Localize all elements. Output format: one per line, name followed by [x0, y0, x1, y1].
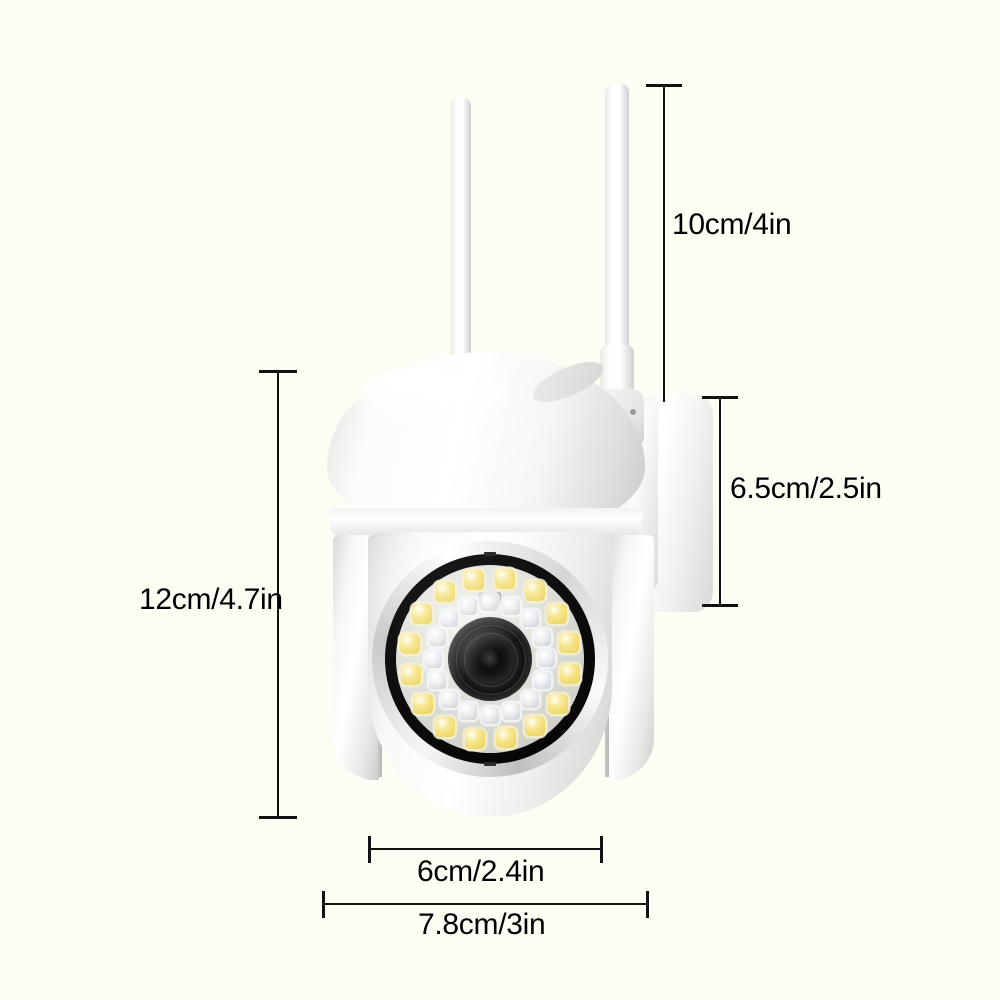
inner-led-3 — [534, 628, 552, 646]
outer-led-16 — [463, 569, 484, 590]
outer-led-13 — [400, 633, 421, 654]
outer-led-9 — [464, 728, 485, 749]
outer-led-14 — [412, 604, 433, 625]
right-wing-panel — [608, 535, 654, 780]
lens-ring-outer — [456, 625, 526, 695]
dimension-lens-width-cap-right — [600, 836, 603, 863]
outer-led-10 — [435, 716, 456, 737]
inner-led-7 — [503, 703, 521, 721]
dimension-lens-width-label: 6cm/2.4in — [417, 855, 545, 888]
dimension-antenna-height-label: 10cm/4in — [672, 208, 792, 241]
lens-ring-mid — [464, 633, 518, 687]
dimension-body-width-cap-left — [322, 891, 325, 918]
left-antenna — [451, 97, 471, 387]
bezel-notch-top — [484, 552, 496, 556]
dimension-lens-width-line — [369, 848, 602, 850]
right-antenna-highlight — [611, 96, 616, 395]
outer-led-2 — [524, 581, 545, 602]
dimension-bracket-height-label: 6.5cm/2.5in — [730, 472, 882, 505]
dimension-bracket-height-cap-bottom — [702, 604, 738, 607]
dimension-body-width-line — [323, 903, 648, 905]
dimension-height-overall-label: 12cm/4.7in — [139, 583, 283, 616]
dimension-lens-width-cap-left — [368, 836, 371, 863]
dimension-body-width-label: 7.8cm/3in — [418, 908, 546, 941]
dimension-bracket-height-cap-top — [702, 396, 738, 399]
dimension-antenna-height-line — [663, 85, 665, 402]
inner-led-11 — [428, 672, 446, 690]
left-antenna-highlight — [456, 108, 460, 376]
outer-led-12 — [400, 665, 421, 686]
inner-led-10 — [441, 690, 459, 708]
inner-led-12 — [424, 650, 442, 668]
inner-led-13 — [428, 628, 446, 646]
dome-highlight — [360, 368, 480, 424]
bezel-notch-bottom — [484, 762, 496, 766]
outer-led-5 — [559, 664, 580, 685]
inner-led-16 — [481, 593, 499, 611]
outer-led-7 — [525, 716, 546, 737]
inner-led-15 — [459, 597, 477, 615]
outer-led-3 — [547, 603, 568, 624]
bracket-screw-upper — [630, 409, 636, 415]
lens-glare-highlight — [448, 617, 532, 701]
inner-led-9 — [459, 703, 477, 721]
dimension-height-overall-line — [277, 371, 279, 818]
outer-led-8 — [496, 728, 517, 749]
inner-led-4 — [538, 650, 556, 668]
dimension-height-overall-cap-bottom — [259, 816, 297, 819]
outer-led-11 — [412, 694, 433, 715]
inner-led-2 — [521, 610, 539, 628]
dimension-body-width-cap-right — [646, 891, 649, 918]
inner-led-1 — [503, 597, 521, 615]
inner-led-8 — [481, 707, 499, 725]
outer-led-6 — [547, 693, 568, 714]
inner-led-14 — [441, 610, 459, 628]
dimension-height-overall-cap-top — [259, 370, 297, 373]
outer-led-4 — [559, 632, 580, 653]
inner-led-5 — [534, 672, 552, 690]
dimension-bracket-height-line — [719, 397, 721, 606]
dimension-antenna-height-cap-top — [646, 84, 682, 87]
lens-aperture-core — [478, 647, 502, 671]
inner-led-6 — [521, 690, 539, 708]
outer-led-1 — [495, 569, 516, 590]
outer-led-15 — [434, 581, 455, 602]
